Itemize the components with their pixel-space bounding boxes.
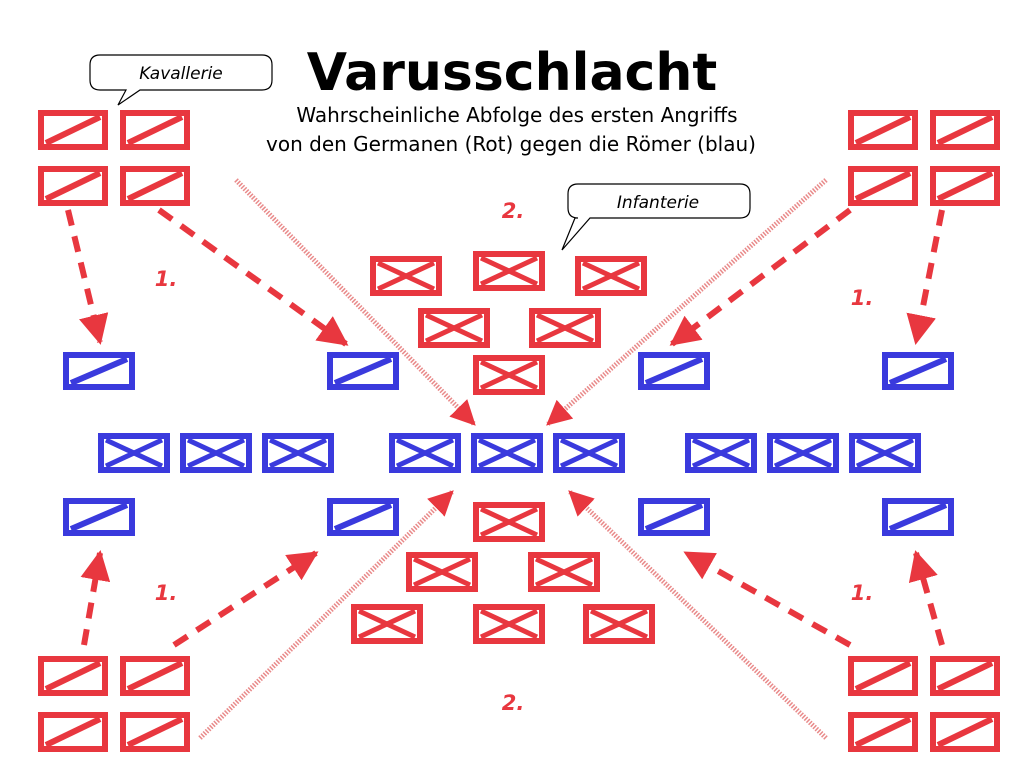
blue-cavalry-unit (882, 498, 954, 536)
blue-infantry-unit (262, 433, 334, 473)
red-infantry-unit-top (575, 256, 647, 296)
step-label-1-bottom-right: 1. (851, 581, 874, 605)
red-cavalry-unit-top-right (930, 166, 1000, 206)
cavalry-attack-arrow (80, 550, 111, 646)
blue-cavalry-unit (638, 498, 710, 536)
blue-infantry-unit (685, 433, 757, 473)
red-infantry-unit-bottom (528, 552, 600, 592)
red-infantry-unit-bottom (583, 604, 655, 644)
blue-infantry-unit (180, 433, 252, 473)
callout-infantry-label: Infanterie (617, 193, 699, 213)
infantry-attack-lines (198, 178, 828, 740)
red-infantry-unit-bottom (406, 552, 478, 592)
red-cavalry-unit-bottom-right (848, 712, 918, 752)
blue-infantry-unit (849, 433, 921, 473)
cavalry-attack-arrow (683, 550, 852, 648)
subtitle-line-1: Wahrscheinliche Abfolge des ersten Angri… (296, 103, 737, 127)
blue-infantry-unit (98, 433, 170, 473)
step-label-1-top-right: 1. (851, 286, 874, 310)
subtitle-line-2: von den Germanen (Rot) gegen die Römer (… (266, 132, 756, 156)
callout-cavalry: Kavallerie (89, 54, 273, 106)
red-infantry-unit-top (529, 308, 601, 348)
red-cavalry-unit-top-left (38, 110, 108, 150)
diagram-title: Varusschlacht (307, 43, 718, 103)
blue-cavalry-unit (327, 352, 399, 390)
cavalry-attack-arrow (65, 209, 109, 345)
cavalry-attack-arrow (906, 209, 945, 345)
red-cavalry-unit-bottom-right (848, 656, 918, 696)
unit-symbols (38, 110, 1000, 752)
red-cavalry-unit-bottom-right (930, 712, 1000, 752)
blue-cavalry-unit (63, 498, 135, 536)
red-infantry-unit-top (473, 251, 545, 291)
red-infantry-unit-bottom (473, 604, 545, 644)
blue-cavalry-unit (638, 352, 710, 390)
red-cavalry-unit-top-right (848, 166, 918, 206)
callout-infantry: Infanterie (561, 183, 751, 251)
blue-infantry-unit (553, 433, 625, 473)
cavalry-attack-arrow (908, 550, 945, 646)
step-label-2-top: 2. (502, 199, 525, 223)
step-label-2-bottom: 2. (502, 691, 525, 715)
red-cavalry-unit-bottom-right (930, 656, 1000, 696)
callout-cavalry-label: Kavallerie (139, 64, 223, 84)
red-cavalry-unit-top-left (120, 166, 190, 206)
blue-infantry-unit (389, 433, 461, 473)
cavalry-attack-arrow (172, 550, 319, 648)
cavalry-attack-arrow (157, 207, 349, 347)
blue-infantry-unit (471, 433, 543, 473)
step-label-1-bottom-left: 1. (155, 581, 178, 605)
red-cavalry-unit-top-right (930, 110, 1000, 150)
red-cavalry-unit-bottom-left (38, 656, 108, 696)
cavalry-attack-arrows (65, 207, 945, 648)
red-cavalry-unit-bottom-left (120, 656, 190, 696)
red-cavalry-unit-bottom-left (38, 712, 108, 752)
cavalry-attack-arrow (669, 207, 852, 347)
red-cavalry-unit-bottom-left (120, 712, 190, 752)
infantry-attack-line (568, 490, 828, 740)
blue-infantry-unit (767, 433, 839, 473)
step-label-1-top-left: 1. (155, 267, 178, 291)
red-infantry-unit-top (473, 355, 545, 395)
red-infantry-unit-top (418, 308, 490, 348)
red-infantry-unit-top (370, 256, 442, 296)
blue-cavalry-unit (63, 352, 135, 390)
red-cavalry-unit-top-left (120, 110, 190, 150)
red-cavalry-unit-top-right (848, 110, 918, 150)
red-infantry-unit-bottom (351, 604, 423, 644)
red-infantry-unit-bottom (473, 502, 545, 542)
blue-cavalry-unit (327, 498, 399, 536)
blue-cavalry-unit (882, 352, 954, 390)
red-cavalry-unit-top-left (38, 166, 108, 206)
